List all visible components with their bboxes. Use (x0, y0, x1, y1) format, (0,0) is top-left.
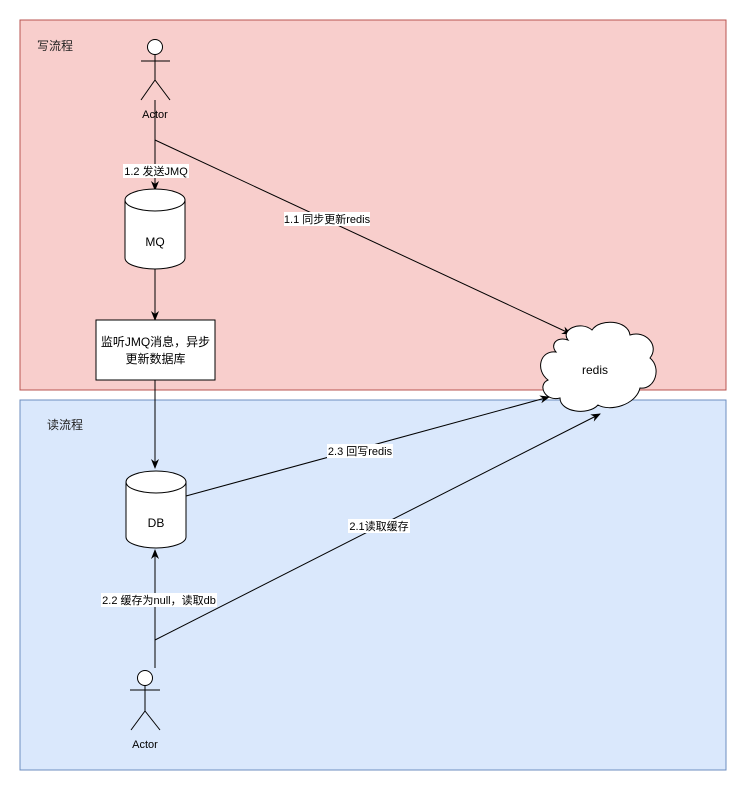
edge-label-send-jmq: 1.2 发送JMQ (124, 164, 188, 178)
actor-figure-icon (140, 39, 171, 101)
read-zone-background (19, 399, 727, 771)
cylinder-icon (124, 188, 186, 270)
actor-read-label: Actor (132, 739, 158, 751)
write-zone-title: 写流程 (37, 38, 73, 53)
edge-label-read-cache: 2.1读取缓存 (349, 519, 408, 533)
edge-label-2-1: 2.1读取缓存 (348, 519, 410, 533)
redis-node[interactable]: redis (540, 321, 657, 412)
mq-label: MQ (145, 235, 164, 249)
listener-label-line2: 更新数据库 (125, 351, 185, 366)
actor-read[interactable]: Actor (130, 670, 161, 752)
listener-process-node[interactable]: 监听JMQ消息，异步 更新数据库 (95, 319, 216, 381)
read-zone-title: 读流程 (47, 417, 83, 432)
edge-label-1-2: 1.2 发送JMQ (123, 164, 189, 178)
edge-label-sync-update-redis: 1.1 同步更新redis (284, 212, 371, 226)
mq-node[interactable]: MQ (124, 188, 186, 270)
edge-label-2-2: 2.2 缓存为null，读取db (101, 593, 217, 607)
listener-label-line1: 监听JMQ消息，异步 (101, 334, 210, 349)
cloud-icon (540, 321, 657, 412)
redis-label: redis (582, 363, 608, 377)
edge-sync-update-redis[interactable] (154, 139, 572, 335)
db-node[interactable]: DB (125, 470, 187, 549)
db-label: DB (148, 516, 165, 530)
edge-label-1-1: 1.1 同步更新redis (284, 212, 371, 226)
edge-label-read-db: 2.2 缓存为null，读取db (102, 593, 216, 607)
edge-label-writeback-redis: 2.3 回写redis (328, 445, 393, 458)
edge-label-2-3: 2.3 回写redis (327, 444, 393, 458)
actor-figure-icon (130, 670, 161, 731)
cylinder-icon (125, 470, 187, 549)
actor-write[interactable]: Actor (140, 39, 171, 122)
process-box (95, 319, 216, 381)
read-flow-zone: 读流程 (19, 399, 727, 771)
actor-write-label: Actor (142, 109, 168, 121)
